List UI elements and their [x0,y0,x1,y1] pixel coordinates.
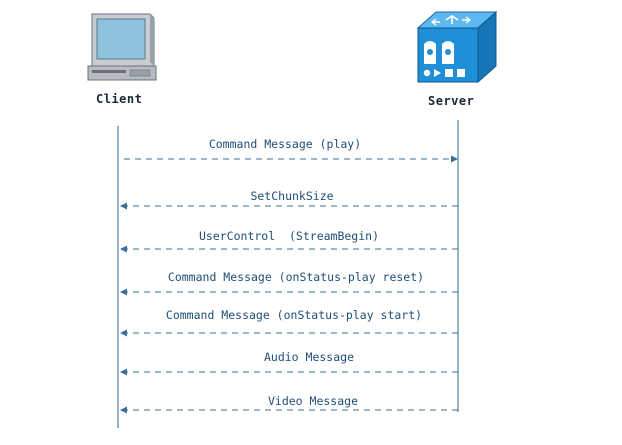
arrowhead [120,245,127,253]
arrowhead [451,155,458,163]
message-label-onstatus-reset: Command Message (onStatus-play reset) [167,270,425,284]
arrowhead [120,329,127,337]
message-label-onstatus-start: Command Message (onStatus-play start) [165,308,423,322]
server-icon [416,10,498,84]
arrowhead [120,406,127,414]
arrowhead [120,288,127,296]
arrowhead [120,368,127,376]
message-label-setchunksize: SetChunkSize [250,189,334,203]
message-arrows [120,155,458,414]
message-label-play: Command Message (play) [208,137,362,151]
arrowhead [120,202,127,210]
client-label: Client [96,92,143,106]
message-label-video: Video Message [267,394,359,408]
message-label-usercontrol: UserControl (StreamBegin) [198,229,380,243]
server-label: Server [428,94,475,108]
message-label-audio: Audio Message [263,350,355,364]
computer-icon [87,13,157,81]
